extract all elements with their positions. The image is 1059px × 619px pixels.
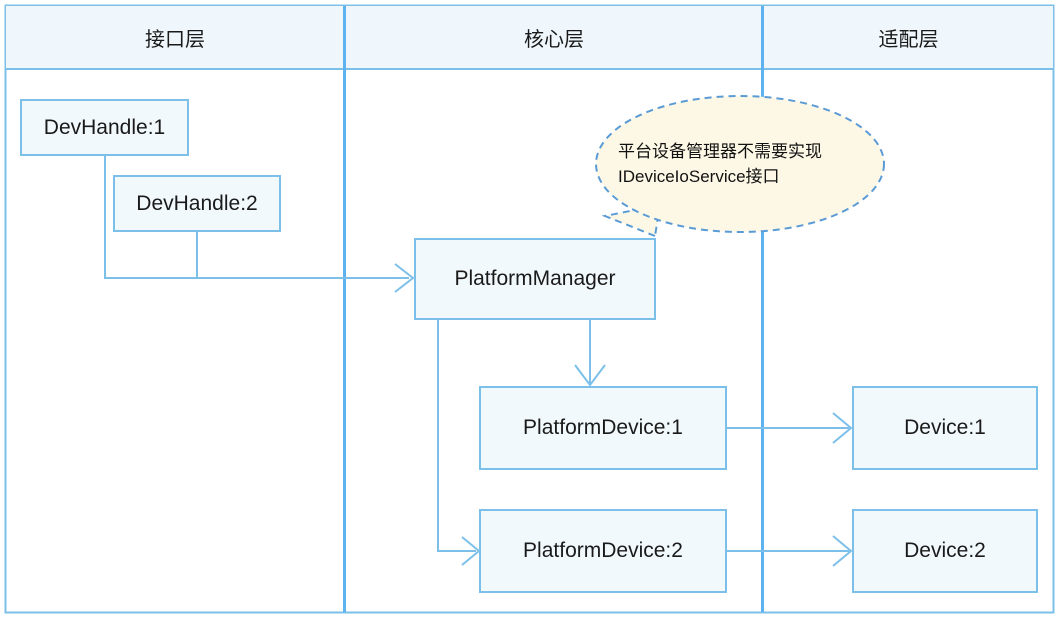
callout-balloon[interactable] [595,95,885,233]
lane-header-core [346,6,762,69]
node-devhandle-1[interactable] [20,99,189,156]
arrowhead-to-platformdevice1 [574,364,606,387]
edge-devhandle1-to-manager [104,155,409,279]
node-device-2[interactable] [852,509,1038,593]
arrowhead-to-platform-manager [394,263,415,293]
node-platform-device-2[interactable] [479,509,727,593]
node-platform-device-1[interactable] [479,386,727,470]
callout-note-text: 平台设备管理器不需要实现IDeviceIoService接口 [618,142,822,186]
node-platform-manager[interactable] [414,238,656,320]
node-device-1[interactable] [852,386,1038,470]
node-devhandle-2[interactable] [113,175,281,232]
lane-header-interface [6,6,344,69]
lane-header-adapter [764,6,1053,69]
diagram-outer-border [4,4,1055,614]
edge-manager-to-platformdevice2 [437,319,476,552]
arrowhead-to-device1 [832,412,853,444]
arrowhead-to-device2 [832,535,853,567]
